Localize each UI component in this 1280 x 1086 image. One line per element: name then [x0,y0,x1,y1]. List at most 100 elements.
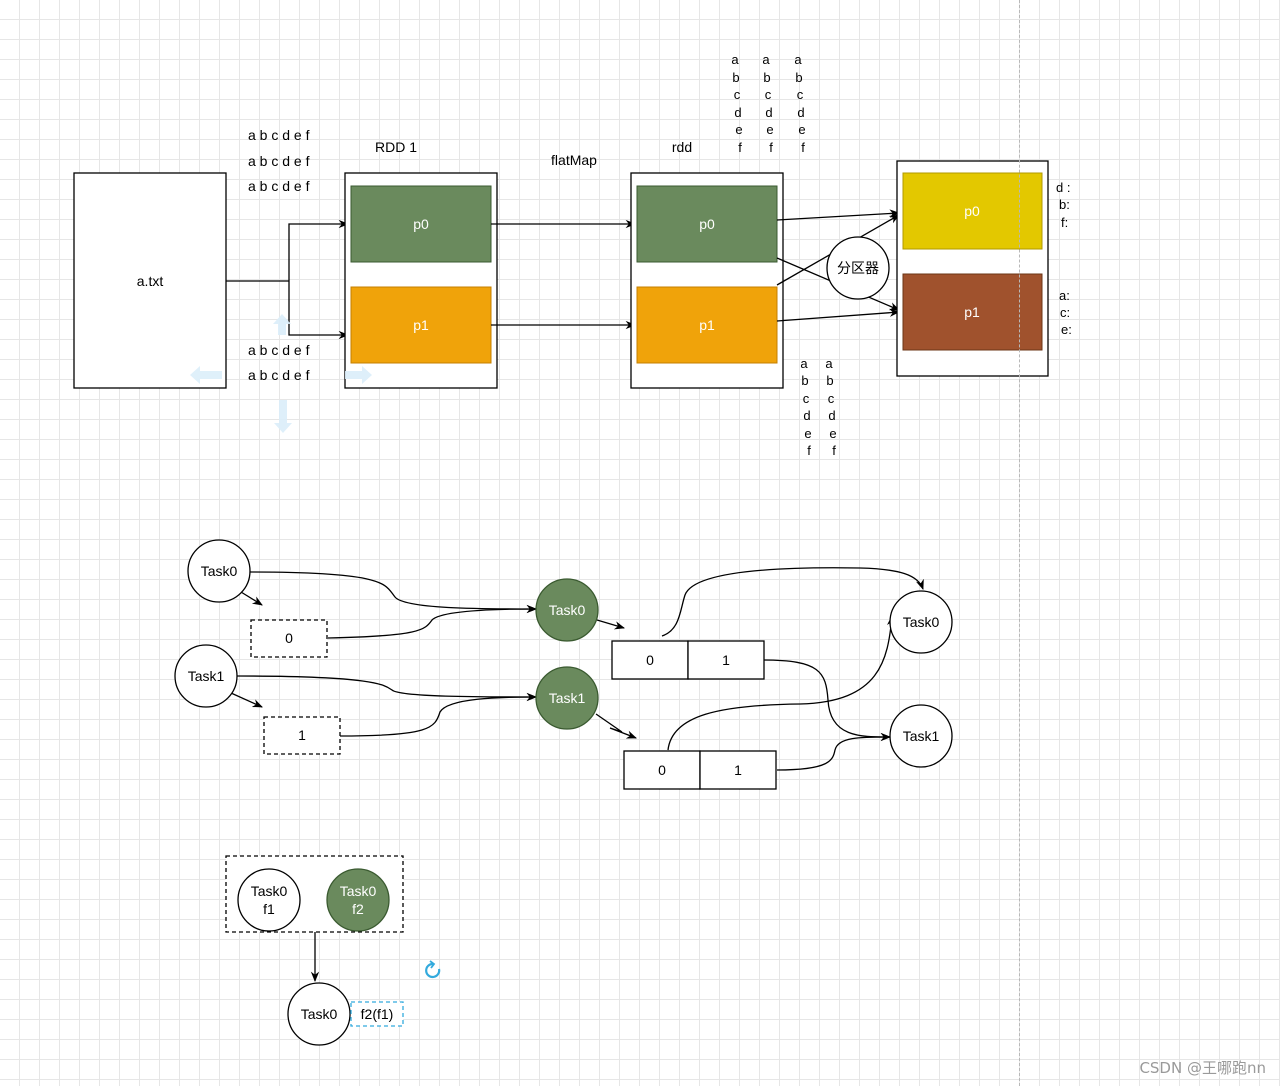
letter: c [797,87,804,102]
rdd1-p1-label: p1 [413,317,429,333]
partitioner-label: 分区器 [837,260,879,276]
file-to-p1-arrow [288,281,350,340]
shuffle0-to-array0-arrow [596,619,625,630]
handle-up-icon[interactable] [273,314,291,335]
key-label: f: [1061,215,1068,230]
handle-right-icon[interactable] [345,366,372,384]
rdd3-p1-block[interactable] [902,273,1043,351]
file-box[interactable] [73,172,227,389]
p1-to-p1-arrow [776,308,901,322]
letter: a [794,52,802,67]
input-lines-bottom: a b c d e f a b c d e f [248,342,310,383]
letter: b [732,70,739,85]
rotate-arrowhead[interactable] [429,960,436,969]
partitioner-node[interactable] [826,236,890,300]
p0-key-list: d : b: f: [1056,180,1070,230]
rdd2-p1-block[interactable] [636,286,778,364]
file-to-rdd1-connectors [226,219,350,340]
letter: c [734,87,741,102]
shuffle-task0-node[interactable] [535,578,599,642]
handle-down-icon[interactable] [274,400,292,433]
letter: b [826,373,833,388]
letter: d [734,105,741,120]
file-to-p0-arrow [288,219,350,281]
input-line: a b c d e f [248,127,310,143]
rotate-arc[interactable] [425,962,441,979]
array-cell-label: 1 [722,652,730,668]
letter: f [801,140,805,155]
array-cell[interactable] [687,640,765,680]
result-label-box[interactable] [350,1001,404,1027]
source-buffer0[interactable] [250,619,328,658]
input-line: a b c d e f [248,367,310,383]
letter: c [803,391,810,406]
handle-left-icon[interactable] [190,366,222,384]
source-buffer0-label: 0 [285,630,293,646]
letter: a [800,356,808,371]
letter: c [765,87,772,102]
letter: d [803,408,810,423]
shuffle-task1-node[interactable] [535,666,599,730]
p1-key-list: a: c: e: [1059,288,1072,337]
rdd1-p0-label: p0 [413,216,429,232]
array-cell-label: 0 [646,652,654,668]
rdd3-p0-block[interactable] [902,172,1043,250]
rotate-icon[interactable] [425,960,441,979]
p0-to-p0-arrow [776,209,901,221]
flatmap-label: flatMap [551,152,597,168]
array-cell[interactable] [699,750,777,790]
task0-to-shuffle0-arrow [249,571,538,614]
array-cell[interactable] [623,750,701,790]
buffer0-to-shuffle0-arrow [327,604,538,639]
letter: a [731,52,739,67]
target-task0-label: Task0 [903,614,940,630]
file-label: a.txt [137,273,164,289]
letter: f [738,140,742,155]
selection-handles[interactable] [190,314,372,433]
letter-column: a b c d e f [825,356,836,458]
task1-to-buffer1-arrow [230,692,263,708]
array0-slot1-to-target1-arrow [762,659,892,742]
letter-column: a b c d e f [731,52,742,155]
rdd2-p0-label: p0 [699,216,715,232]
p1-letter-columns: a b c d e f a b c d e f [800,356,836,458]
letter: c [828,391,835,406]
output-array1[interactable]: 0 1 [623,750,777,790]
array1-slot0-to-target0-arrow [667,614,896,751]
result-task-node[interactable] [287,982,351,1046]
task-f1-label-line2: f1 [263,901,275,917]
input-line: a b c d e f [248,153,310,169]
page-boundary-line [1019,0,1020,1086]
task-f2-label-line2: f2 [352,901,364,917]
key-label: e: [1061,322,1072,337]
input-line: a b c d e f [248,178,310,194]
flatmap-connectors [491,219,637,330]
p0-letter-columns: a b c d e f a b c d e f a b c d e f [731,52,805,155]
rdd1-p0-block[interactable] [350,185,492,263]
rdd2-p0-block[interactable] [636,185,778,263]
key-label: a: [1059,288,1070,303]
target-task1-label: Task1 [903,728,940,744]
letter-column: a b c d e f [794,52,805,155]
source-buffer1[interactable] [263,716,341,755]
array-cell[interactable] [611,640,689,680]
task1-to-shuffle1-arrow [236,675,538,702]
source-task1-node[interactable] [174,644,238,708]
rdd3-p1-label: p1 [964,304,980,320]
source-task0-label: Task0 [201,563,238,579]
letter-column: a b c d e f [762,52,773,155]
letter: d [765,105,772,120]
task-f1-node[interactable] [237,868,301,932]
rdd3-p0-label: p0 [964,203,980,219]
output-array0[interactable]: 0 1 [611,640,765,680]
target-task0-node[interactable] [889,590,953,654]
source-buffer1-label: 1 [298,727,306,743]
task-f2-node[interactable] [326,868,390,932]
result-task-label: Task0 [301,1006,338,1022]
source-task0-node[interactable] [187,539,251,603]
target-task1-node[interactable] [889,704,953,768]
task-f2-label-line1: Task0 [340,883,377,899]
letter-column: a b c d e f [800,356,811,458]
input-lines-top: a b c d e f a b c d e f a b c d e f [248,127,310,194]
